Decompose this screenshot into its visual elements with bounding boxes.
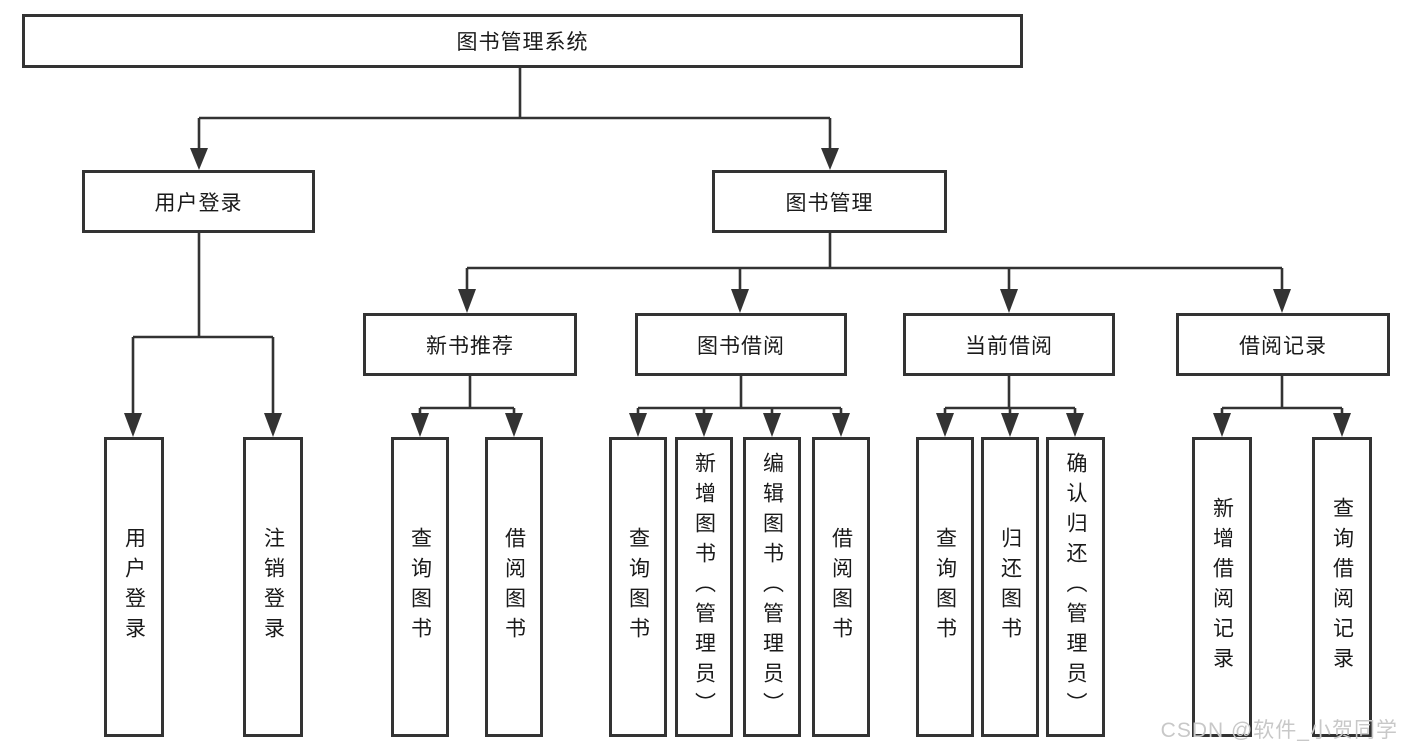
leaf-query-borrow-record-label: 查询借阅记录 (1330, 497, 1354, 677)
node-borrow-records-label: 借阅记录 (1239, 334, 1327, 358)
leaf-user-login: 用户登录 (104, 437, 164, 737)
node-borrow-records: 借阅记录 (1176, 313, 1390, 376)
watermark-text: CSDN @软件_小贺同学 (1160, 719, 1398, 742)
leaf-logout: 注销登录 (243, 437, 303, 737)
leaf-add-book-admin: 新增图书（管理员） (675, 437, 733, 737)
leaf-query-borrow-record: 查询借阅记录 (1312, 437, 1372, 737)
leaf-return-book: 归还图书 (981, 437, 1039, 737)
node-book-borrow: 图书借阅 (635, 313, 847, 376)
node-book-management-label: 图书管理 (785, 191, 874, 215)
leaf-query-books-borrow: 查询图书 (609, 437, 667, 737)
leaf-return-book-label: 归还图书 (998, 527, 1022, 647)
node-user-login: 用户登录 (82, 170, 315, 233)
leaf-query-books-borrow-label: 查询图书 (626, 527, 650, 647)
leaf-add-borrow-record: 新增借阅记录 (1192, 437, 1252, 737)
leaf-borrow-books-borrow: 借阅图书 (812, 437, 870, 737)
node-user-login-label: 用户登录 (154, 191, 243, 215)
leaf-query-books-current: 查询图书 (916, 437, 974, 737)
leaf-add-borrow-record-label: 新增借阅记录 (1210, 497, 1234, 677)
leaf-query-books-recommend-label: 查询图书 (408, 527, 432, 647)
node-book-borrow-label: 图书借阅 (697, 334, 785, 358)
leaf-borrow-books-recommend-label: 借阅图书 (502, 527, 526, 647)
leaf-query-books-current-label: 查询图书 (933, 527, 957, 647)
leaf-confirm-return-admin: 确认归还（管理员） (1046, 437, 1105, 737)
node-root-label: 图书管理系统 (456, 31, 589, 54)
leaf-borrow-books-recommend: 借阅图书 (485, 437, 543, 737)
leaf-logout-label: 注销登录 (261, 527, 285, 647)
leaf-add-book-admin-label: 新增图书（管理员） (692, 452, 716, 722)
node-root: 图书管理系统 (22, 14, 1023, 68)
leaf-query-books-recommend: 查询图书 (391, 437, 449, 737)
leaf-confirm-return-admin-label: 确认归还（管理员） (1064, 452, 1087, 722)
node-current-borrow-label: 当前借阅 (965, 334, 1053, 358)
leaf-edit-book-admin-label: 编辑图书（管理员） (760, 452, 784, 722)
leaf-edit-book-admin: 编辑图书（管理员） (743, 437, 801, 737)
node-new-book-recommend: 新书推荐 (363, 313, 577, 376)
leaf-borrow-books-borrow-label: 借阅图书 (829, 527, 853, 647)
node-current-borrow: 当前借阅 (903, 313, 1115, 376)
node-new-book-recommend-label: 新书推荐 (426, 334, 514, 358)
leaf-user-login-label: 用户登录 (122, 527, 146, 647)
node-book-management: 图书管理 (712, 170, 947, 233)
